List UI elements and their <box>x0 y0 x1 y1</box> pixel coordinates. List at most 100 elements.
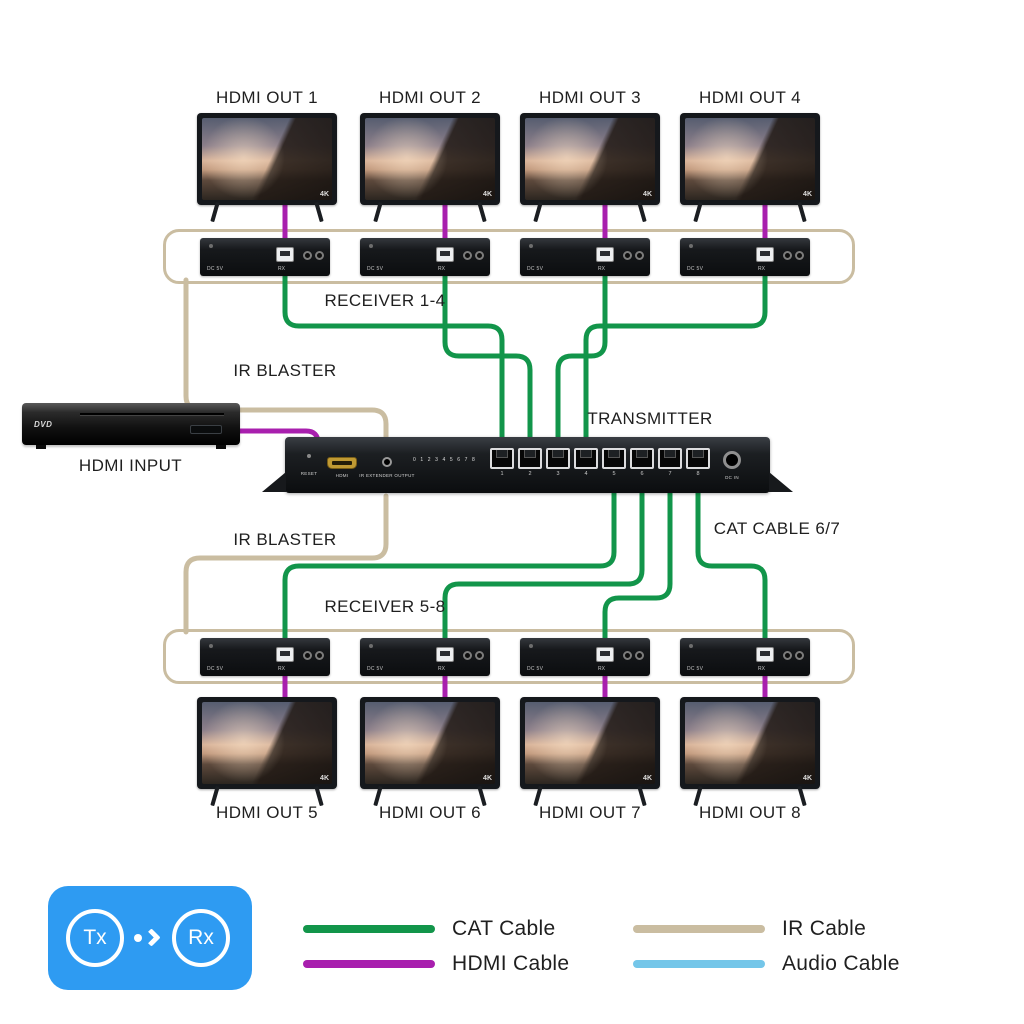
dc-label: DC 5V <box>367 266 384 272</box>
rx-label: RX <box>278 266 285 272</box>
port-number: 4 <box>584 471 588 477</box>
label-ir-blaster-top: IR BLASTER <box>233 361 337 380</box>
disc-tray <box>80 413 224 416</box>
tv-leg-left <box>210 201 220 223</box>
power-led <box>209 644 213 648</box>
legend-swatch-ir <box>633 925 765 933</box>
tx-label: Tx <box>83 926 107 949</box>
cat-cable-6 <box>442 487 645 653</box>
tv-leg-right <box>637 201 647 223</box>
ir-jack <box>783 651 792 660</box>
mounting-ear-right <box>769 472 793 492</box>
cat-cable-8 <box>695 487 768 653</box>
port-4: 4 <box>574 448 598 477</box>
tv-screen: 4K <box>365 118 495 200</box>
dc-label: DC 5V <box>687 266 704 272</box>
tv-screen-badge: 4K <box>643 775 652 782</box>
audio-jack <box>795 251 804 260</box>
tx-rx-legend-badge: Tx Rx <box>48 886 252 990</box>
rx-label: RX <box>438 666 445 672</box>
arrow-dot-icon <box>134 934 142 942</box>
ir-extender-label: IR EXTENDER OUTPUT <box>359 473 415 478</box>
dc-label: DC 5V <box>527 666 544 672</box>
dc-in-label: DC IN <box>725 475 739 480</box>
label-cat-cable-67: CAT CABLE 6/7 <box>713 519 841 538</box>
port-number: 3 <box>556 471 560 477</box>
audio-jack <box>315 251 324 260</box>
port-5: 5 <box>602 448 626 477</box>
tv-screen: 4K <box>365 702 495 784</box>
ir-jack <box>303 651 312 660</box>
label-hdmi-out-5: HDMI OUT 5 <box>216 803 318 822</box>
tv-hdmi-out-2: 4K <box>360 113 500 223</box>
legend-label-hdmi: HDMI Cable <box>452 952 570 975</box>
dc-label: DC 5V <box>687 666 704 672</box>
rj45-port <box>602 448 626 469</box>
rj45-port <box>574 448 598 469</box>
dc-label: DC 5V <box>527 266 544 272</box>
label-transmitter: TRANSMITTER <box>587 409 713 428</box>
label-hdmi-out-7: HDMI OUT 7 <box>539 803 641 822</box>
label-hdmi-out-6: HDMI OUT 6 <box>379 803 481 822</box>
rj45-port <box>756 647 774 662</box>
receiver-4: DC 5V RX <box>680 238 810 276</box>
ir-jack <box>303 251 312 260</box>
port-number: 6 <box>640 471 644 477</box>
legend-label-audio: Audio Cable <box>782 952 900 975</box>
label-ir-blaster-bottom: IR BLASTER <box>233 530 337 549</box>
ir-jack <box>623 651 632 660</box>
ir-extender-output-jack <box>382 457 392 467</box>
tv-screen-badge: 4K <box>643 191 652 198</box>
tv-hdmi-out-6: 4K <box>360 697 500 807</box>
ir-jack <box>623 251 632 260</box>
cat-cable-1 <box>282 253 505 459</box>
tv-screen-badge: 4K <box>803 191 812 198</box>
tv-hdmi-out-1: 4K <box>197 113 337 223</box>
audio-jack <box>315 651 324 660</box>
legend-label-cat: CAT Cable <box>452 917 556 940</box>
rj45-port <box>596 647 614 662</box>
rj45-port <box>686 448 710 469</box>
tv-screen: 4K <box>685 702 815 784</box>
tv-screen: 4K <box>525 702 655 784</box>
audio-jack <box>475 651 484 660</box>
rj45-port <box>276 647 294 662</box>
dvd-foot <box>36 445 46 449</box>
label-hdmi-out-8: HDMI OUT 8 <box>699 803 801 822</box>
tv-leg-right <box>797 201 807 223</box>
port-8: 8 <box>686 448 710 477</box>
audio-jack <box>635 651 644 660</box>
port-3: 3 <box>546 448 570 477</box>
dc-in-jack <box>723 451 741 469</box>
tv-screen: 4K <box>685 118 815 200</box>
tv-leg-left <box>373 201 383 223</box>
label-hdmi-out-1: HDMI OUT 1 <box>216 88 318 107</box>
power-led <box>369 244 373 248</box>
legend-label-ir: IR Cable <box>782 917 867 940</box>
rx-label: Rx <box>188 926 214 949</box>
rx-label: RX <box>278 666 285 672</box>
transmitter-unit: RESET HDMI IR EXTENDER OUTPUT 0 1 2 3 4 … <box>262 437 793 493</box>
tv-leg-left <box>693 201 703 223</box>
dvd-logo: DVD <box>34 420 53 429</box>
receiver-3: DC 5V RX <box>520 238 650 276</box>
tv-leg-right <box>314 201 324 223</box>
arrow-chevron-icon <box>142 928 161 947</box>
rj45-port-row: 1 2 3 4 5 6 7 8 <box>490 448 710 477</box>
cat-cable-2 <box>442 253 533 459</box>
port-7: 7 <box>658 448 682 477</box>
rj45-port <box>276 247 294 262</box>
cat-cable-7 <box>602 487 673 653</box>
rx-label: RX <box>758 666 765 672</box>
tv-hdmi-out-3: 4K <box>520 113 660 223</box>
rj45-port <box>546 448 570 469</box>
audio-jack <box>795 651 804 660</box>
label-hdmi-out-3: HDMI OUT 3 <box>539 88 641 107</box>
dvd-player: DVD <box>22 403 240 449</box>
port-number: 8 <box>696 471 700 477</box>
power-led <box>369 644 373 648</box>
port-number: 7 <box>668 471 672 477</box>
tv-hdmi-out-8: 4K <box>680 697 820 807</box>
audio-jack <box>635 251 644 260</box>
hdmi-input-port <box>327 457 357 469</box>
